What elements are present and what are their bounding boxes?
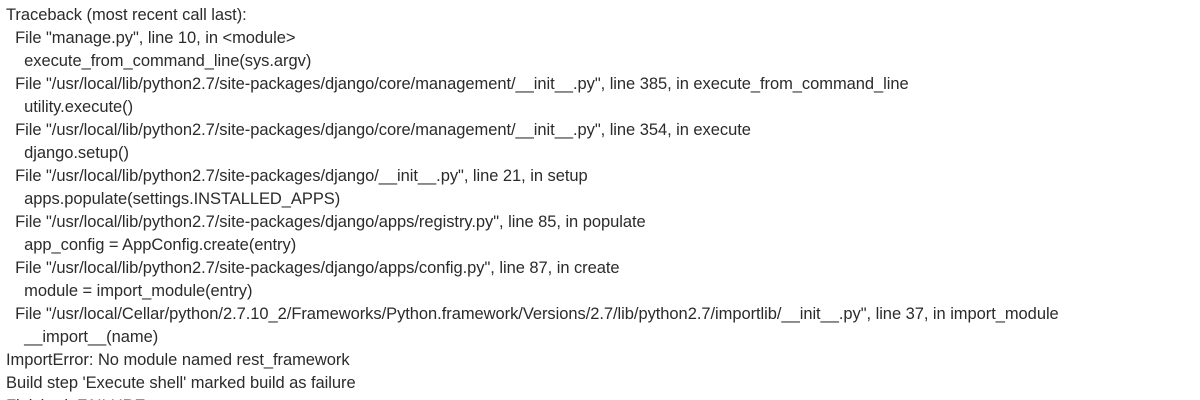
console-log-line: File "manage.py", line 10, in <module> [6, 29, 296, 47]
console-log-line: File "/usr/local/lib/python2.7/site-pack… [6, 121, 751, 139]
console-log-line: utility.execute() [6, 98, 134, 116]
console-log-line: Traceback (most recent call last): [6, 6, 247, 24]
console-log-line: File "/usr/local/Cellar/python/2.7.10_2/… [6, 305, 1059, 323]
console-log-line: django.setup() [6, 144, 129, 162]
console-log-line: File "/usr/local/lib/python2.7/site-pack… [6, 213, 646, 231]
console-log-line: File "/usr/local/lib/python2.7/site-pack… [6, 259, 620, 277]
console-log-line: ImportError: No module named rest_framew… [6, 351, 350, 369]
console-log-line: Build step 'Execute shell' marked build … [6, 374, 356, 392]
console-log-line: __import__(name) [6, 328, 159, 346]
console-log-line: apps.populate(settings.INSTALLED_APPS) [6, 190, 341, 208]
console-log-line: app_config = AppConfig.create(entry) [6, 236, 297, 254]
console-log-line: Finished: FAILURE [6, 395, 1200, 400]
console-log-line: execute_from_command_line(sys.argv) [6, 52, 312, 70]
console-log-line: File "/usr/local/lib/python2.7/site-pack… [6, 167, 588, 185]
console-log-line: module = import_module(entry) [6, 282, 253, 300]
console-log-line: File "/usr/local/lib/python2.7/site-pack… [6, 75, 909, 93]
